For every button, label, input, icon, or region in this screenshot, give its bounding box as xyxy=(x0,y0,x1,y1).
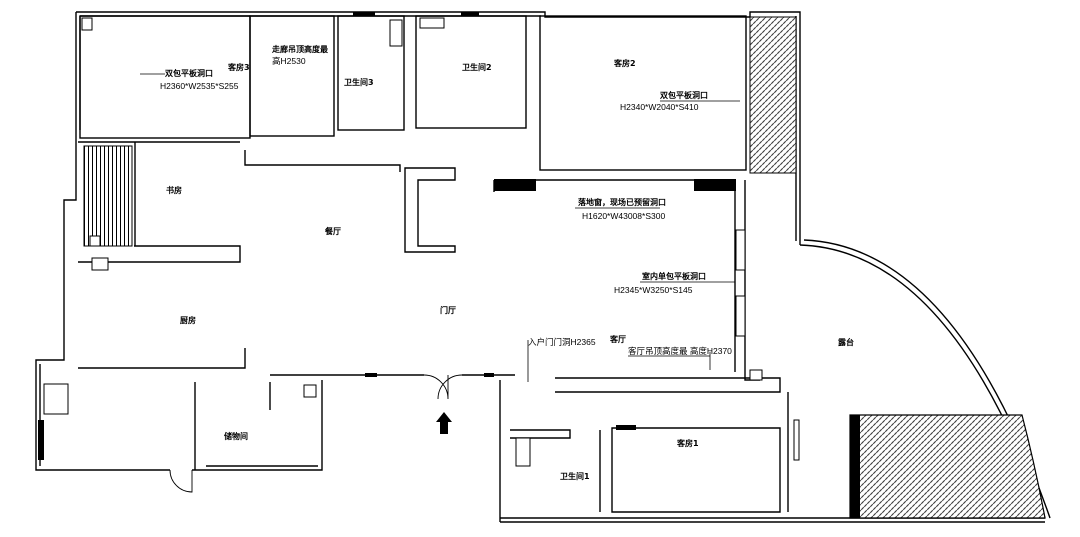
stone-hatch-terrace xyxy=(849,414,1046,519)
room-guest3: 客房3 xyxy=(227,62,250,72)
room-bath1: 卫生间1 xyxy=(560,471,590,481)
room-kitchen: 厨房 xyxy=(180,315,196,325)
deck-hatch xyxy=(83,145,133,247)
guest2-note: 双包平板洞口 xyxy=(660,90,708,100)
leader-lines xyxy=(140,73,740,382)
interior-walls xyxy=(78,15,789,513)
room-foyer: 门厅 xyxy=(440,305,456,315)
living-note: 室内单包平板洞口 xyxy=(642,271,706,281)
room-guest1: 客房1 xyxy=(676,438,699,448)
window-note: 落地窗，现场已预留洞口 xyxy=(578,197,666,207)
room-dining: 餐厅 xyxy=(324,226,341,236)
living-dim: H2345*W3250*S145 xyxy=(614,285,693,295)
room-living: 客厅 xyxy=(609,334,626,344)
corridor-note: 走廊吊顶高度最 xyxy=(271,44,329,54)
openings xyxy=(38,12,800,493)
room-bath3: 卫生间3 xyxy=(344,77,374,87)
room-storage: 储物间 xyxy=(223,431,248,441)
fixtures xyxy=(43,17,763,467)
stone-hatch-north xyxy=(749,16,797,174)
corridor-dim: 高H2530 xyxy=(272,56,306,66)
entry-arrow-icon xyxy=(436,412,452,434)
room-guest2: 客房2 xyxy=(613,58,636,68)
dimension-notes: 双包平板洞口 H2360*W2535*S255 走廊吊顶高度最 高H2530 双… xyxy=(160,44,732,356)
hatch-areas xyxy=(83,16,1046,519)
room-bath2: 卫生间2 xyxy=(462,62,492,72)
room-study: 书房 xyxy=(166,185,182,195)
room-labels: 客房3 卫生间3 卫生间2 客房2 书房 餐厅 厨房 门厅 客厅 储物间 卫生间… xyxy=(166,58,854,481)
guest2-dim: H2340*W2040*S410 xyxy=(620,102,699,112)
ceiling-note: 客厅吊顶高度最 高度H2370 xyxy=(628,346,732,356)
room-terrace: 露台 xyxy=(838,337,854,347)
window-dim: H1620*W43008*S300 xyxy=(582,211,665,221)
guest3-note: 双包平板洞口 xyxy=(165,68,213,78)
guest3-dim: H2360*W2535*S255 xyxy=(160,81,239,91)
entry-note: 入户门门洞H2365 xyxy=(528,337,596,347)
